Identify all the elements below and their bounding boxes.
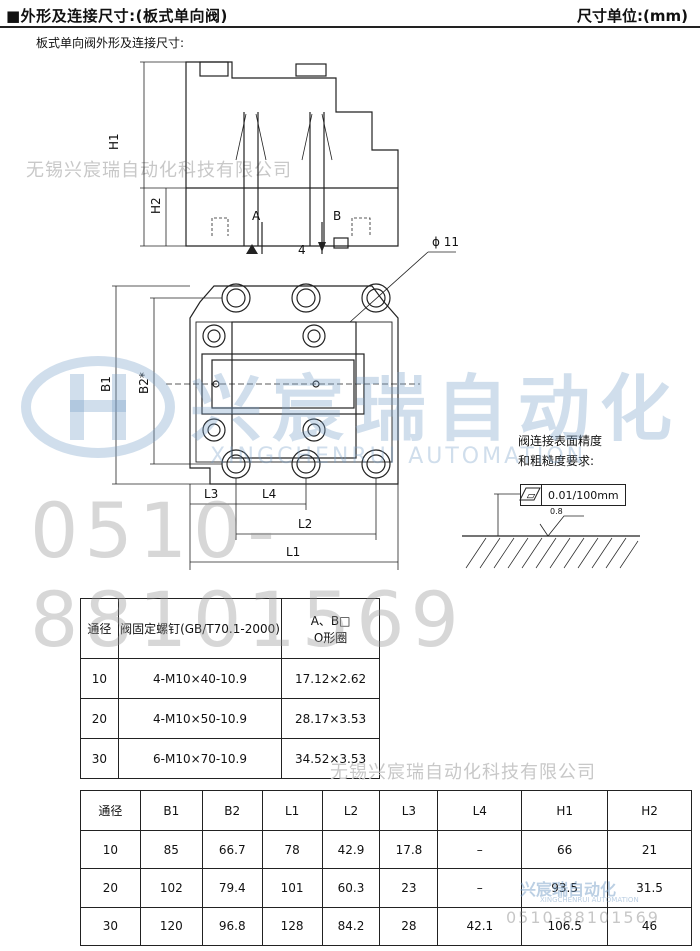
table2-cell: 78	[261, 830, 323, 870]
label-b2: B2*	[137, 372, 151, 394]
table2-cell: 84.2	[321, 906, 381, 947]
table2-header: 通径	[80, 789, 141, 832]
table1-header: A、B□ O形圈	[281, 598, 380, 659]
flatness-tolerance-box: ▱ 0.01/100mm	[520, 484, 626, 506]
table2-cell: 30	[80, 906, 141, 947]
surface-note-line1: 阀连接表面精度	[518, 434, 603, 448]
side-cap-left	[199, 61, 229, 77]
table2-cell: 79.4	[201, 868, 263, 908]
table2-cell: 128	[261, 906, 323, 947]
page-header: ■外形及连接尺寸:(板式单向阀) 尺寸单位:(mm)	[0, 0, 700, 30]
table2-cell: –	[437, 830, 523, 870]
top-view-outline	[189, 285, 399, 485]
table2-cell: 60.3	[321, 868, 381, 908]
label-phi11: ϕ 11	[432, 235, 459, 249]
table2-cell: 66.7	[201, 830, 263, 870]
table1-cell: 10	[80, 658, 119, 699]
table2-header: L2	[321, 789, 381, 832]
company-watermark-middle: 无锡兴宸瑞自动化科技有限公司	[330, 762, 596, 783]
label-h1: H1	[107, 133, 121, 150]
table2-header: L3	[379, 789, 439, 832]
table2-header: H1	[521, 789, 609, 832]
flatness-value: 0.01/100mm	[548, 488, 619, 502]
unit-label: 尺寸单位:(mm)	[577, 7, 688, 25]
table1-cell: 30	[80, 738, 119, 779]
table1-cell: 17.12×2.62	[281, 658, 380, 699]
table1-cell: 6-M10×70-10.9	[117, 738, 283, 779]
table2-cell: 96.8	[201, 906, 263, 947]
table2-cell: 106.5	[521, 906, 609, 947]
table2-cell: 17.8	[379, 830, 439, 870]
table1-cell: 4-M10×50-10.9	[117, 698, 283, 739]
company-watermark-top: 无锡兴宸瑞自动化科技有限公司	[26, 160, 292, 181]
brand-watermark-small: 兴宸瑞自动化	[520, 880, 617, 899]
side-cap-right	[295, 63, 327, 77]
phone-watermark-small: 0510-88101569	[506, 908, 660, 927]
table2-cell: 66	[521, 830, 609, 870]
table2-cell: –	[437, 868, 523, 908]
table2-header: H2	[607, 789, 692, 832]
page-title: ■外形及连接尺寸:(板式单向阀)	[6, 7, 228, 25]
table2-cell: 102	[139, 868, 203, 908]
brand-watermark-small-english: XINGCHENRUI AUTOMATION	[540, 896, 639, 904]
table2-header: L1	[261, 789, 323, 832]
dimension-table: 通径 B1 B2 L1 L2 L3 L4 H1 H2 10 85 66.7 78…	[80, 789, 692, 947]
label-4: 4	[298, 243, 306, 257]
label-a: A	[252, 209, 261, 223]
table1-cell: 28.17×3.53	[281, 698, 380, 739]
technical-drawing: H1 H2 A B 4 ϕ 11 B1 B2* L3 L4 L2 L1 0.8	[99, 61, 640, 570]
surface-note-line2: 和粗糙度要求:	[518, 454, 595, 468]
table2-cell: 101	[261, 868, 323, 908]
table2-header: L4	[437, 789, 523, 832]
table2-cell: 10	[80, 830, 141, 870]
label-h2: H2	[149, 197, 163, 214]
brand-watermark-english: XINGCHENRUI AUTOMATION	[210, 444, 587, 469]
table1-cell: 20	[80, 698, 119, 739]
header-rule	[0, 26, 700, 28]
table1-cell: 4-M10×40-10.9	[117, 658, 283, 699]
table2-header: B2	[201, 789, 263, 832]
table2-cell: 20	[80, 868, 141, 908]
table2-header: B1	[139, 789, 203, 832]
table1-header: 通径	[80, 598, 119, 659]
label-l1: L1	[286, 545, 300, 559]
screw-oring-table: 通径 阀固定螺钉(GB/T70.1-2000) A、B□ O形圈 10 4-M1…	[80, 598, 380, 779]
label-b: B	[333, 209, 341, 223]
table2-cell: 28	[379, 906, 439, 947]
table2-cell: 31.5	[607, 868, 692, 908]
label-l2: L2	[298, 517, 312, 531]
table2-cell: 93.5	[521, 868, 609, 908]
brand-logo-watermark	[21, 356, 175, 458]
table1-header: 阀固定螺钉(GB/T70.1-2000)	[117, 598, 283, 659]
drawing-subtitle: 板式单向阀外形及连接尺寸:	[36, 36, 185, 50]
roughness-value: 0.8	[550, 507, 563, 516]
side-view-outline	[185, 61, 399, 247]
label-b1: B1	[99, 376, 113, 392]
table2-cell: 85	[139, 830, 203, 870]
label-l4: L4	[262, 487, 276, 501]
phone-watermark: 0510-88101569	[30, 486, 465, 664]
flatness-icon: ▱	[521, 485, 542, 505]
table2-cell: 21	[607, 830, 692, 870]
table2-cell: 42.9	[321, 830, 381, 870]
brand-watermark: 兴宸瑞自动化	[190, 367, 683, 451]
table2-cell: 120	[139, 906, 203, 947]
label-l3: L3	[204, 487, 218, 501]
table2-cell: 46	[607, 906, 692, 947]
table1-cell: 34.52×3.53	[281, 738, 380, 779]
table2-cell: 42.1	[437, 906, 523, 947]
table2-cell: 23	[379, 868, 439, 908]
